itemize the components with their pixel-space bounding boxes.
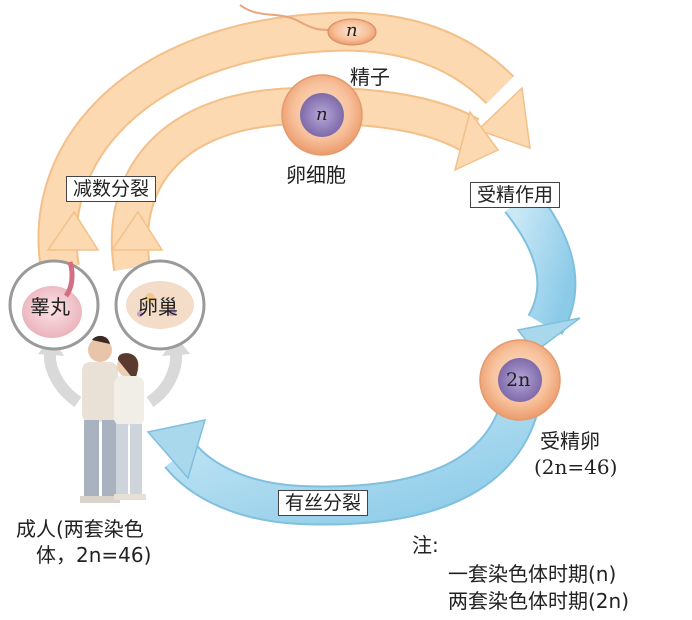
ovary-illustration (114, 259, 206, 351)
note-title: 注: (412, 533, 439, 557)
egg-cell (281, 74, 363, 156)
egg-label: 卵细胞 (286, 163, 346, 187)
fertilization-label: 受精作用 (470, 182, 561, 208)
zygote-ploidy-label: 2n (506, 369, 531, 391)
testis-illustration (8, 259, 100, 351)
adult-label-line1: 成人(两套染色 (16, 517, 144, 541)
sperm-cell (239, 4, 377, 46)
sperm-label: 精子 (350, 65, 390, 89)
egg-ploidy-label: n (316, 104, 328, 125)
adult-to-ovary-arrow (146, 349, 183, 407)
note-haploid: 一套染色体时期(n) (448, 562, 617, 586)
adult-to-testis-arrow (43, 349, 82, 407)
meiosis-arrowhead-right (110, 210, 164, 251)
adult-couple-figure (80, 335, 146, 503)
meiosis-label: 减数分裂 (66, 176, 157, 202)
sperm-ploidy-label: n (346, 20, 358, 41)
note-diploid: 两套染色体时期(2n) (448, 589, 630, 613)
zygote-cell (479, 339, 561, 421)
mitosis-label: 有丝分裂 (278, 490, 369, 516)
zygote-ploidy-caption: (2n=46) (534, 455, 618, 479)
fertilization-to-zygote-arrow (504, 187, 581, 354)
ovary-label: 卵巢 (138, 295, 178, 319)
adult-label-line2: 体，2n=46) (36, 543, 152, 567)
meiosis-arrowhead-left (46, 210, 100, 251)
testis-label: 睾丸 (30, 295, 70, 319)
zygote-label: 受精卵 (540, 429, 600, 453)
